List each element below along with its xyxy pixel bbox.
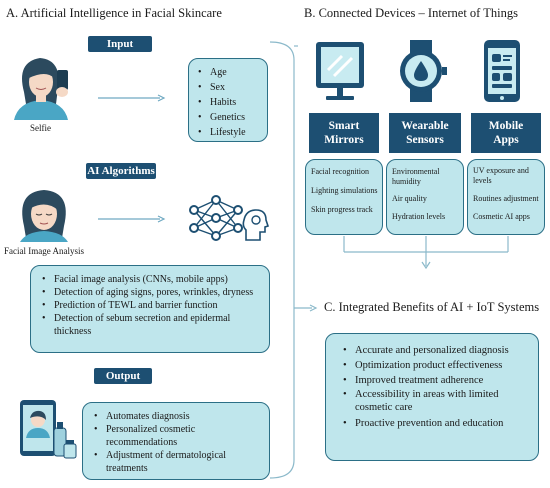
output-header: Output bbox=[94, 368, 152, 384]
benefit-item: Accurate and personalized diagnosis bbox=[340, 343, 530, 358]
feature-item: Routines adjustment bbox=[473, 194, 539, 203]
ai-task: Facial image analysis (CNNs, mobile apps… bbox=[39, 273, 263, 286]
tablet-skincare-icon bbox=[20, 400, 77, 459]
neural-network-icon bbox=[189, 195, 270, 241]
ai-task: Detection of sebum secretion and epiderm… bbox=[39, 312, 263, 338]
ai-task: Prediction of TEWL and barrier function bbox=[39, 299, 263, 312]
ai-task: Detection of aging signs, pores, wrinkle… bbox=[39, 286, 263, 299]
smart-mirror-icon bbox=[316, 42, 364, 100]
feature-item: Environmental humidity bbox=[392, 167, 440, 186]
output-item: Automates diagnosis bbox=[91, 410, 263, 423]
feature-item: Hydration levels bbox=[392, 212, 446, 221]
ai-tasks-list: Facial image analysis (CNNs, mobile apps… bbox=[39, 273, 263, 338]
smart-mirrors-features: Facial recognition Lighting simulations … bbox=[305, 159, 383, 235]
feature-item: Skin progress track bbox=[311, 205, 373, 214]
face-analysis-icon bbox=[20, 190, 68, 242]
input-factor: Sex bbox=[195, 80, 263, 95]
feature-item: Cosmetic AI apps bbox=[473, 212, 530, 221]
output-item: Personalized cosmetic recommendations bbox=[91, 423, 263, 449]
selfie-woman-icon bbox=[14, 58, 68, 120]
mobile-apps-features: UV exposure and levels Routines adjustme… bbox=[467, 159, 545, 235]
benefit-item: Accessibility in areas with limited cosm… bbox=[340, 388, 530, 414]
arrow-input bbox=[98, 94, 166, 102]
input-header: Input bbox=[88, 36, 152, 52]
connector-b-to-c bbox=[343, 236, 509, 270]
feature-item: Air quality bbox=[392, 194, 427, 203]
device-title-smart-mirrors: Smart Mirrors bbox=[309, 113, 379, 153]
input-factor: Genetics bbox=[195, 110, 263, 125]
selfie-caption: Selfie bbox=[30, 123, 51, 133]
panel-c-title: C. Integrated Benefits of AI + IoT Syste… bbox=[324, 300, 540, 314]
wearable-sensors-features: Environmental humidity Air quality Hydra… bbox=[386, 159, 464, 235]
analysis-caption: Facial Image Analysis bbox=[4, 246, 84, 256]
benefits-box: Accurate and personalized diagnosis Opti… bbox=[325, 333, 539, 461]
feature-item: UV exposure and levels bbox=[473, 166, 529, 185]
input-factor: Habits bbox=[195, 95, 263, 110]
device-title-mobile-apps: Mobile Apps bbox=[471, 113, 541, 153]
device-title-wearable-sensors: Wearable Sensors bbox=[389, 113, 461, 153]
arrow-ai bbox=[98, 215, 166, 223]
input-factors-list: Age Sex Habits Genetics Lifestyle bbox=[195, 65, 263, 140]
input-factor: Lifestyle bbox=[195, 125, 263, 140]
benefit-item: Optimization product effectiveness bbox=[340, 358, 530, 373]
ai-tasks-box: Facial image analysis (CNNs, mobile apps… bbox=[30, 265, 270, 353]
outputs-box: Automates diagnosis Personalized cosmeti… bbox=[82, 402, 270, 480]
panel-a-title: A. Artificial Intelligence in Facial Ski… bbox=[6, 6, 222, 20]
smartwatch-icon bbox=[400, 40, 447, 102]
input-factors-box: Age Sex Habits Genetics Lifestyle bbox=[188, 58, 268, 142]
connector-a-right bbox=[269, 41, 298, 479]
feature-item: Lighting simulations bbox=[311, 186, 378, 195]
arrow-to-c bbox=[294, 304, 318, 312]
benefits-list: Accurate and personalized diagnosis Opti… bbox=[340, 343, 530, 431]
feature-item: Facial recognition bbox=[311, 167, 369, 176]
outputs-list: Automates diagnosis Personalized cosmeti… bbox=[91, 410, 263, 475]
smartphone-icon bbox=[484, 40, 520, 102]
benefit-item: Improved treatment adherence bbox=[340, 373, 530, 388]
panel-b-title: B. Connected Devices – Internet of Thing… bbox=[304, 6, 518, 20]
output-item: Adjustment of dermatological treatments bbox=[91, 449, 263, 475]
input-factor: Age bbox=[195, 65, 263, 80]
ai-algorithms-header: AI Algorithms bbox=[86, 163, 156, 179]
benefit-item: Proactive prevention and education bbox=[340, 416, 530, 431]
